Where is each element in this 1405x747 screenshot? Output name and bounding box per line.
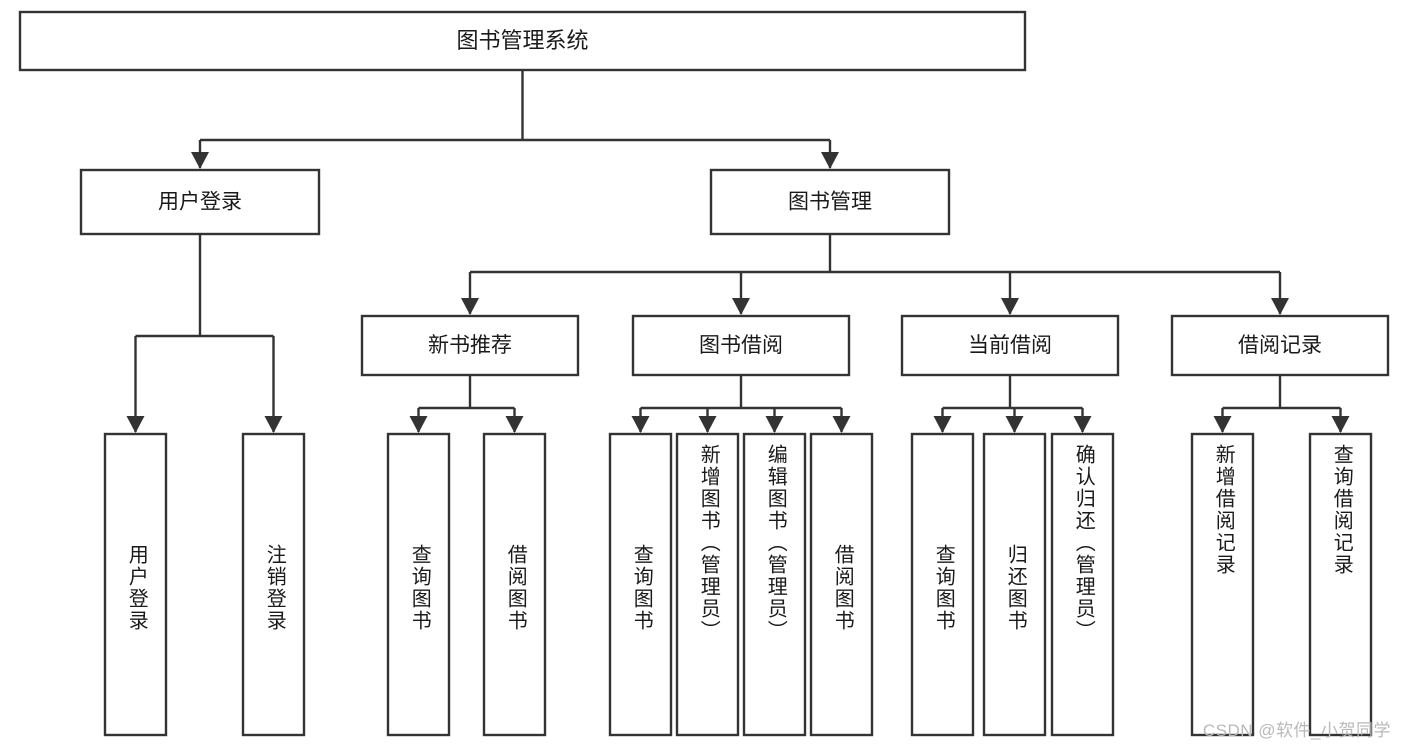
node-box-leaf-confirm-return (1050, 432, 1115, 737)
node-box-leaf-return-book (982, 432, 1047, 737)
node-leaf-borrow-book[interactable] (809, 432, 874, 737)
arrow-icon-user-login-leaf-user-login (126, 416, 145, 433)
node-label-current-borrow: 当前借阅 (968, 334, 1052, 357)
node-current-borrow[interactable]: 当前借阅 (900, 314, 1120, 377)
node-box-leaf-query-book-borrow (608, 432, 673, 737)
node-leaf-borrow-book-rec[interactable] (482, 432, 547, 737)
node-box-book-borrow (631, 314, 851, 377)
node-box-borrow-record (1170, 314, 1390, 377)
watermark: CSDN @软件_小贺同学 (1202, 721, 1391, 740)
node-box-root (18, 10, 1027, 72)
arrow-icon-current-borrow-leaf-confirm-return (1073, 416, 1092, 433)
node-box-leaf-query-record (1308, 432, 1373, 737)
node-leaf-add-record[interactable] (1190, 432, 1255, 737)
arrow-icon-book-manage-borrow-record (1271, 298, 1289, 315)
node-box-leaf-borrow-book (809, 432, 874, 737)
node-box-leaf-add-book (675, 432, 740, 737)
node-box-leaf-edit-book (742, 432, 807, 737)
node-box-user-login (79, 168, 321, 236)
node-book-borrow[interactable]: 图书借阅 (631, 314, 851, 377)
node-book-manage[interactable]: 图书管理 (709, 168, 951, 236)
arrow-icon-root-book-manage (821, 152, 839, 169)
node-box-leaf-user-logout (241, 432, 306, 737)
node-leaf-edit-book[interactable] (742, 432, 807, 737)
arrow-icon-book-manage-new-book-recommend (461, 298, 479, 315)
node-leaf-query-record[interactable] (1308, 432, 1373, 737)
node-box-leaf-query-book-rec (386, 432, 451, 737)
node-box-new-book-recommend (360, 314, 580, 377)
arrow-icon-new-book-recommend-leaf-query-book-rec (409, 416, 428, 433)
arrow-icon-book-manage-current-borrow (1001, 298, 1019, 315)
arrow-icon-new-book-recommend-leaf-borrow-book-rec (505, 416, 524, 433)
node-leaf-query-book-cur[interactable] (910, 432, 975, 737)
arrow-icon-book-borrow-leaf-add-book (698, 416, 717, 433)
arrow-icon-root-user-login (191, 152, 209, 169)
node-box-leaf-borrow-book-rec (482, 432, 547, 737)
node-label-root: 图书管理系统 (456, 28, 588, 53)
node-leaf-user-logout[interactable] (241, 432, 306, 737)
node-leaf-return-book[interactable] (982, 432, 1047, 737)
node-leaf-query-book-rec[interactable] (386, 432, 451, 737)
arrow-icon-book-manage-book-borrow (732, 298, 750, 315)
node-root[interactable]: 图书管理系统 (18, 10, 1027, 72)
arrow-icon-book-borrow-leaf-query-book-borrow (631, 416, 650, 433)
node-label-borrow-record: 借阅记录 (1238, 334, 1322, 357)
arrow-icon-book-borrow-leaf-edit-book (765, 416, 784, 433)
arrow-icon-borrow-record-leaf-query-record (1331, 416, 1350, 433)
arrow-icon-current-borrow-leaf-return-book (1005, 416, 1024, 433)
node-label-new-book-recommend: 新书推荐 (428, 334, 512, 357)
edges-layer (126, 70, 1350, 433)
node-box-current-borrow (900, 314, 1120, 377)
arrow-icon-book-borrow-leaf-borrow-book (832, 416, 851, 433)
node-leaf-add-book[interactable] (675, 432, 740, 737)
node-box-leaf-query-book-cur (910, 432, 975, 737)
node-label-book-borrow: 图书借阅 (699, 334, 783, 357)
node-borrow-record[interactable]: 借阅记录 (1170, 314, 1390, 377)
node-label-user-login: 用户登录 (158, 191, 242, 214)
node-box-leaf-add-record (1190, 432, 1255, 737)
node-new-book-recommend[interactable]: 新书推荐 (360, 314, 580, 377)
node-label-book-manage: 图书管理 (788, 191, 872, 214)
node-box-leaf-user-login (103, 432, 168, 737)
node-user-login[interactable]: 用户登录 (79, 168, 321, 236)
node-leaf-query-book-borrow[interactable] (608, 432, 673, 737)
arrow-icon-current-borrow-leaf-query-book-cur (933, 416, 952, 433)
arrow-icon-user-login-leaf-user-logout (264, 416, 283, 433)
node-leaf-user-login[interactable] (103, 432, 168, 737)
arrow-icon-borrow-record-leaf-add-record (1213, 416, 1232, 433)
node-box-book-manage (709, 168, 951, 236)
node-leaf-confirm-return[interactable] (1050, 432, 1115, 737)
